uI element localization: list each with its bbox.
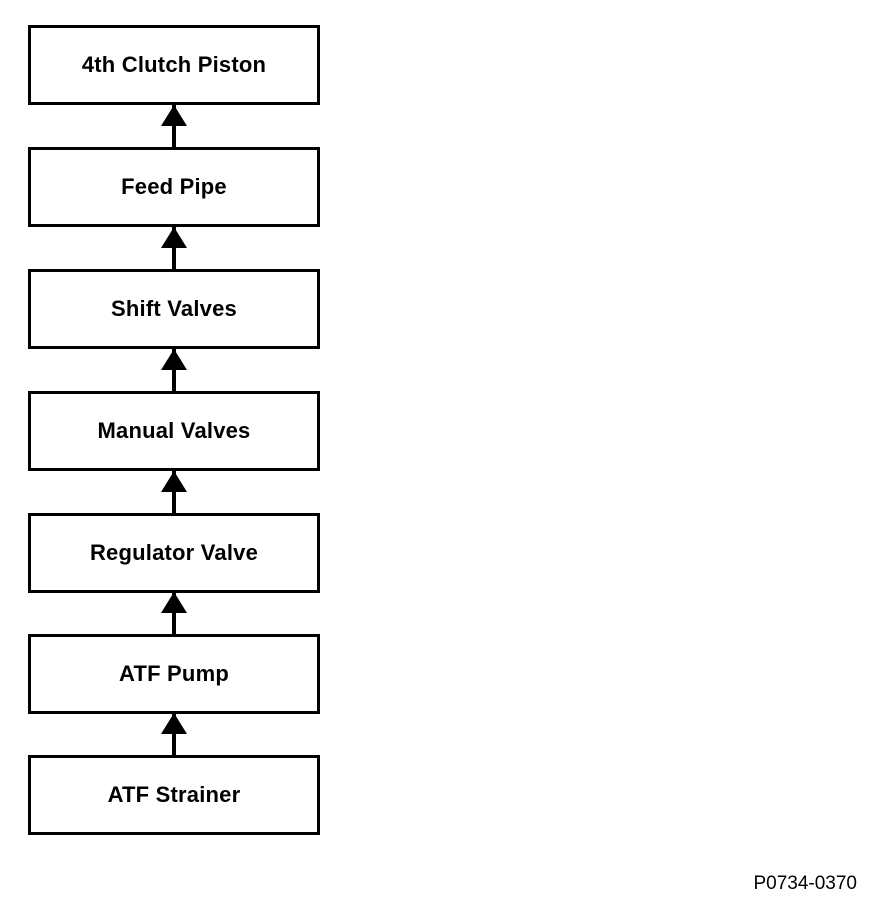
flow-box-feed-pipe: Feed Pipe	[28, 147, 320, 227]
arrow-head	[161, 105, 187, 126]
flow-box-label: 4th Clutch Piston	[81, 52, 267, 77]
flow-box-label: Feed Pipe	[121, 174, 227, 199]
flow-box-label: Shift Valves	[111, 296, 237, 321]
arrow-stem	[172, 713, 176, 755]
arrow-stem	[172, 592, 176, 634]
flow-box-label: ATF Pump	[119, 661, 229, 686]
arrow-head	[161, 227, 187, 248]
flow-box-label: ATF Strainer	[107, 782, 241, 807]
arrow-head	[161, 713, 187, 734]
arrow-up-icon	[161, 592, 187, 634]
flow-box-atf-strainer: ATF Strainer	[28, 755, 320, 835]
arrow-up-icon	[161, 227, 187, 270]
figure-id-label: P0734-0370	[753, 873, 857, 894]
arrow-head	[161, 592, 187, 613]
arrow-stem	[172, 471, 176, 514]
arrow-up-icon	[161, 713, 187, 755]
flow-box-atf-pump: ATF Pump	[28, 634, 320, 714]
flow-box-regulator-valve: Regulator Valve	[28, 513, 320, 593]
flow-box-4th-clutch-piston: 4th Clutch Piston	[28, 25, 320, 105]
flow-box-manual-valves: Manual Valves	[28, 391, 320, 471]
arrow-up-icon	[161, 471, 187, 514]
arrow-stem	[172, 105, 176, 148]
arrow-up-icon	[161, 349, 187, 392]
arrow-head	[161, 471, 187, 492]
arrow-up-icon	[161, 105, 187, 148]
arrow-stem	[172, 227, 176, 270]
flow-box-shift-valves: Shift Valves	[28, 269, 320, 349]
flow-box-label: Manual Valves	[97, 418, 251, 443]
flow-box-label: Regulator Valve	[89, 540, 259, 565]
arrow-stem	[172, 349, 176, 392]
arrow-head	[161, 349, 187, 370]
